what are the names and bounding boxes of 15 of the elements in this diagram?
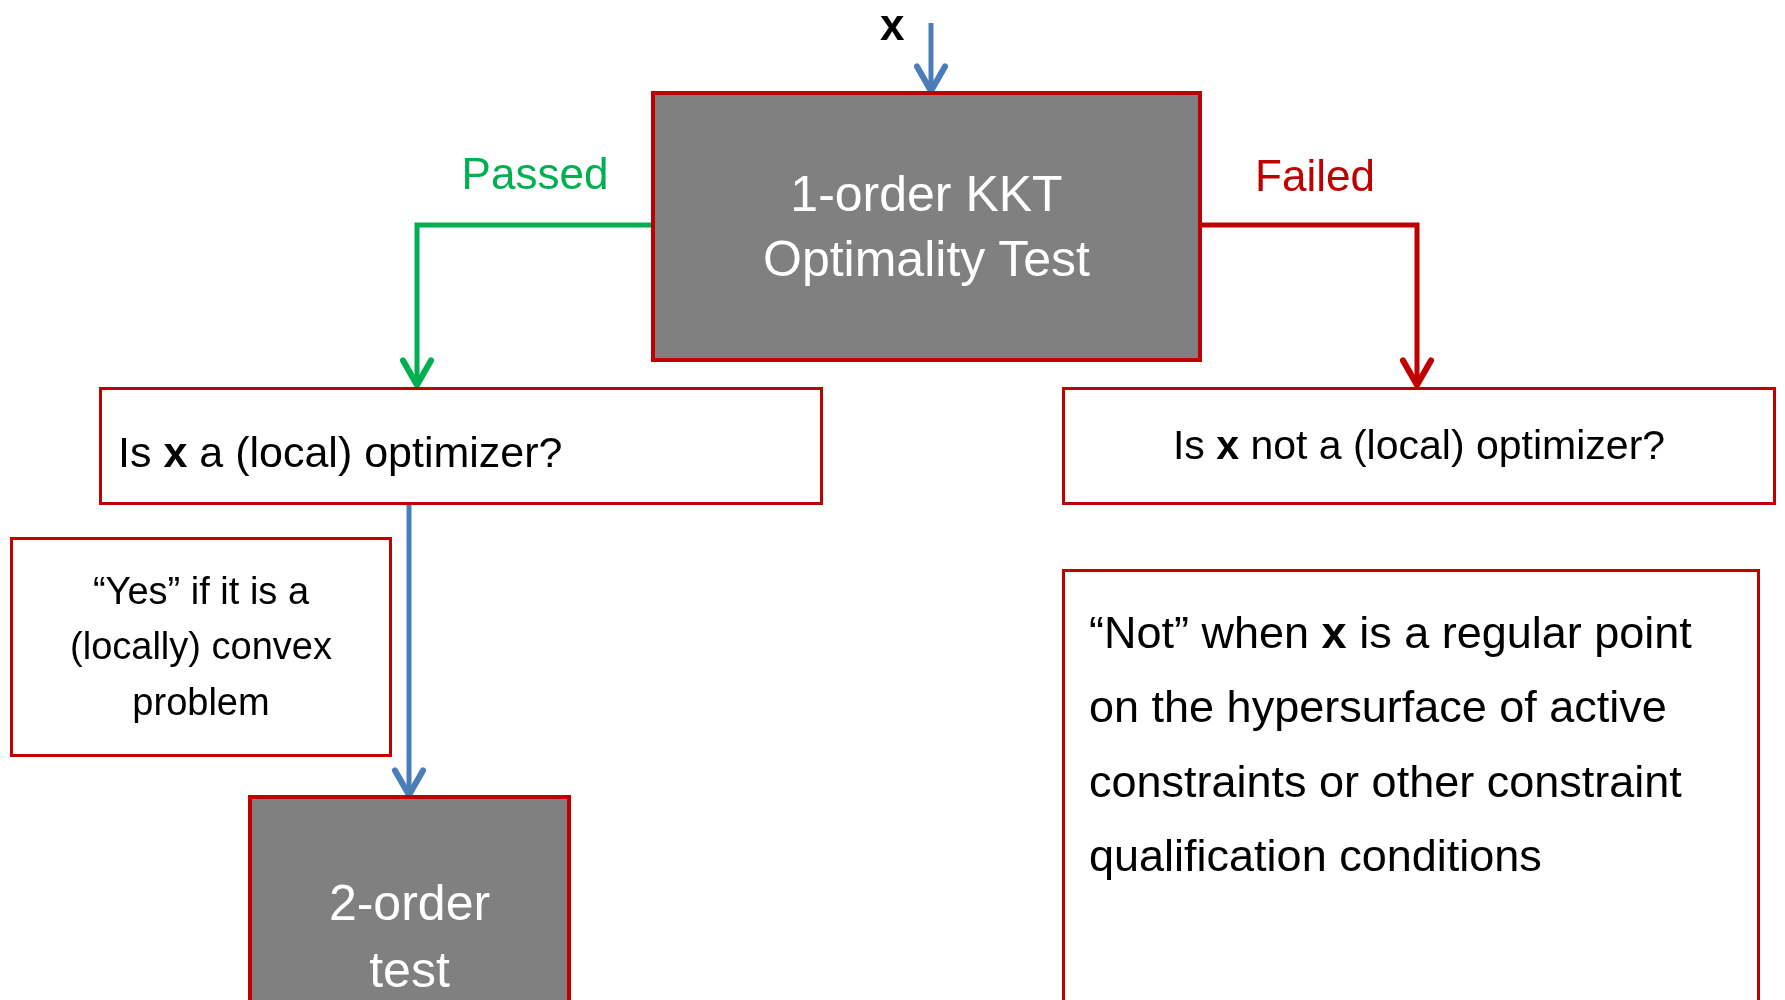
node-text: “Not” when x is a regular point on the hypersurface of active constraints or other constraint qualification conditions xyxy=(1089,606,1693,883)
note-box xyxy=(1062,569,1760,1000)
arrow xyxy=(399,222,651,389)
node-text: 2-order test xyxy=(327,873,492,1000)
note-box xyxy=(10,537,392,757)
node-text: Is x not a (local) optimizer? xyxy=(1172,421,1666,471)
node-text: Is x a (local) optimizer? xyxy=(118,426,563,478)
process-box xyxy=(651,91,1202,362)
question-box xyxy=(1062,387,1776,505)
node-text: x xyxy=(880,3,905,47)
question-box xyxy=(99,387,823,505)
node-text: 1-order KKT Optimality Test xyxy=(762,164,1091,289)
node-text: “Yes” if it is a (locally) convex problem xyxy=(69,569,333,725)
process-box xyxy=(248,795,571,1000)
arrow xyxy=(1202,222,1435,389)
